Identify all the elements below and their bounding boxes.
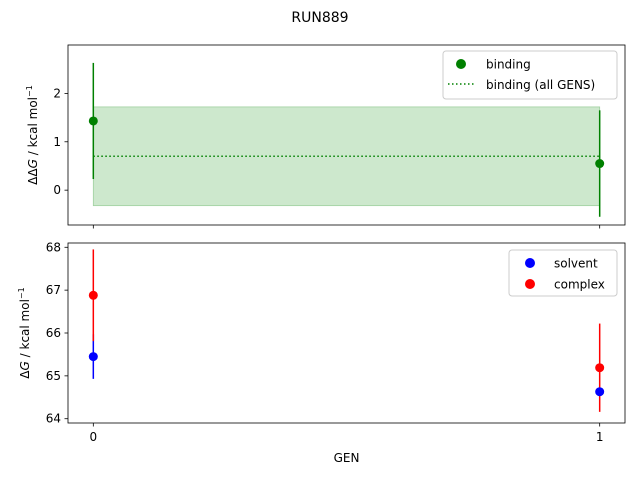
legend-label-complex: complex <box>554 278 605 292</box>
bottom-y-tick-label: 66 <box>46 326 61 340</box>
legend-marker-binding <box>456 59 466 69</box>
point-complex <box>595 363 605 373</box>
legend-label-binding-all-gens: binding (all GENS) <box>486 78 595 92</box>
top-x-ticks <box>92 225 601 229</box>
bottom-y-tick-label: 67 <box>46 283 61 297</box>
bottom-legend-box <box>508 249 618 297</box>
top-y-axis: 0 1 2 <box>53 86 68 197</box>
top-y-tick-label: 0 <box>53 183 61 197</box>
legend-label-solvent: solvent <box>554 257 598 271</box>
point-complex <box>88 290 98 300</box>
legend-marker-solvent <box>525 258 535 268</box>
top-axes-frame <box>67 44 626 226</box>
figure-title: RUN889 <box>291 10 348 26</box>
top-plot-area <box>88 62 605 217</box>
bottom-y-tick-label: 68 <box>46 240 61 254</box>
top-legend: binding binding (all GENS) <box>442 50 618 100</box>
top-y-axis-label: ΔΔG / kcal mol−1 <box>25 85 40 185</box>
bottom-legend: solvent complex <box>508 249 618 297</box>
legend-label-binding: binding <box>486 58 531 72</box>
bottom-y-axis: 64 65 66 67 68 <box>46 240 68 426</box>
point-binding <box>88 116 98 126</box>
top-legend-box <box>442 50 618 100</box>
bottom-y-tick-label: 64 <box>46 412 61 426</box>
bottom-x-tick-label: 1 <box>596 430 604 444</box>
bottom-y-tick-label: 65 <box>46 369 61 383</box>
point-solvent <box>88 352 98 362</box>
bottom-plot-area <box>88 249 605 412</box>
legend-marker-complex <box>525 279 535 289</box>
top-y-tick-label: 1 <box>53 135 61 149</box>
top-panel: 0 1 2 ΔΔG / kcal mol−1 binding binding (al… <box>25 44 626 229</box>
bottom-y-axis-label: ΔG / kcal mol−1 <box>17 287 32 378</box>
bottom-x-tick-label: 0 <box>89 430 97 444</box>
point-solvent <box>595 387 605 397</box>
point-binding <box>595 159 605 169</box>
top-y-tick-label: 2 <box>53 86 61 100</box>
bottom-x-axis-label: GEN <box>334 451 360 465</box>
